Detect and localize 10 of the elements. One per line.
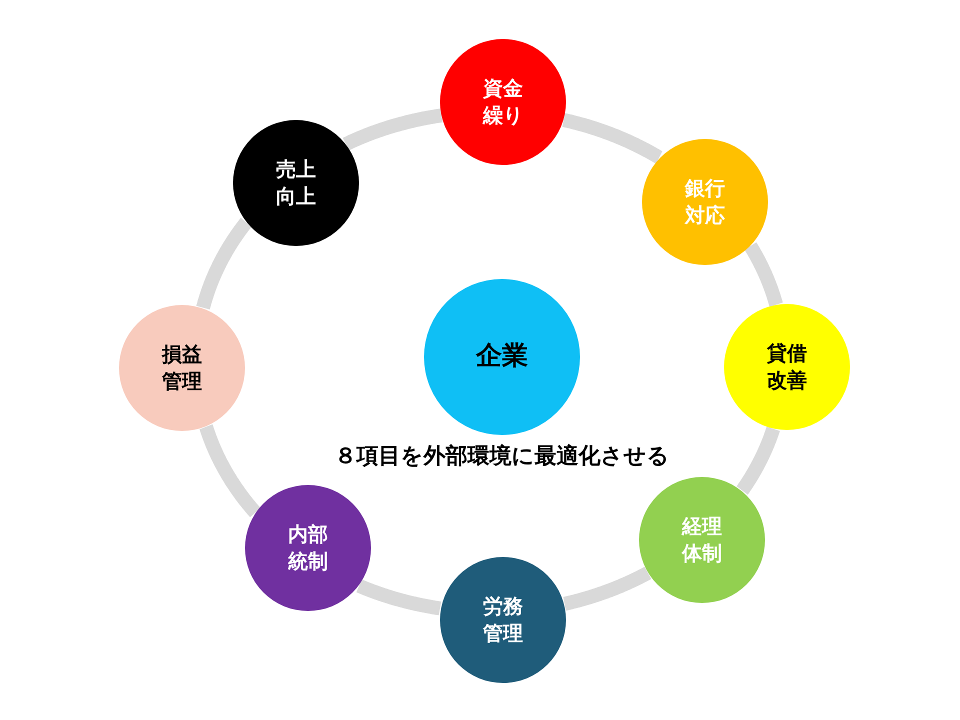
category-circle: 貸借改善 (724, 304, 850, 430)
caption-text: ８項目を外部環境に最適化させる (334, 442, 670, 471)
category-circle: 銀行対応 (642, 139, 768, 265)
category-circle: 労務管理 (440, 557, 566, 683)
category-circle: 売上向上 (233, 120, 359, 246)
category-circle: 資金繰り (440, 39, 566, 165)
center-circle: 企業 (424, 279, 580, 435)
category-circle: 損益管理 (119, 305, 245, 431)
category-circle: 内部統制 (245, 485, 371, 611)
category-circle: 経理体制 (639, 477, 765, 603)
